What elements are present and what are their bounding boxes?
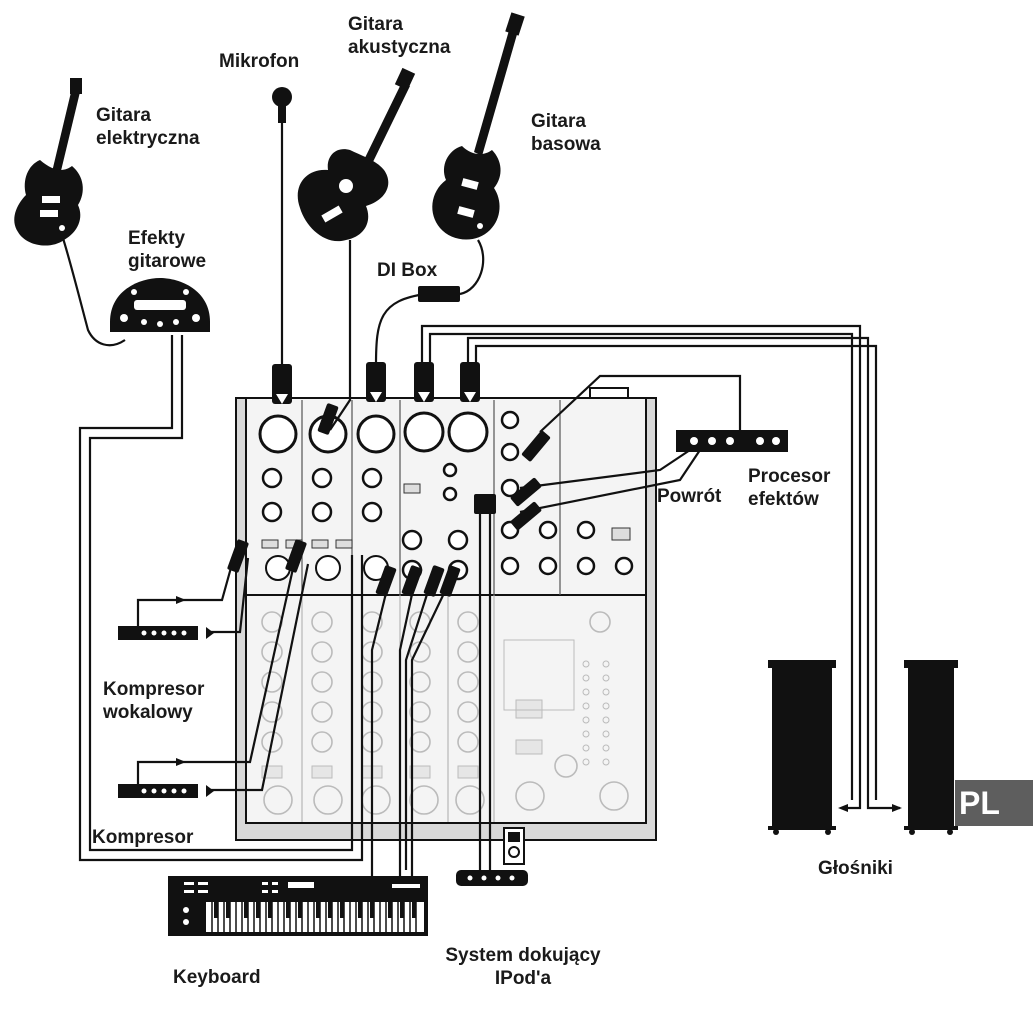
plug-arrows: [276, 392, 476, 404]
vocal-compressor: [118, 596, 214, 640]
mixer: [235, 387, 657, 841]
return-label: Powrót: [657, 486, 722, 507]
bass-guitar: [432, 12, 525, 240]
electric-guitar: [14, 78, 83, 246]
compressor-label: Kompresor: [92, 827, 194, 848]
compressor: [118, 758, 214, 798]
guitar-effects-pedal: [110, 278, 210, 332]
language-badge: PL: [955, 780, 1033, 826]
keyboard: [168, 876, 428, 936]
microphone: [272, 87, 292, 123]
ipod-dock: [456, 827, 528, 886]
keyboard-label: Keyboard: [173, 967, 261, 988]
speakers: [768, 660, 958, 835]
acoustic-guitar: [297, 67, 416, 242]
microphone-label: Mikrofon: [219, 51, 300, 72]
di-box-label: DI Box: [377, 260, 438, 281]
speakers-label: Głośniki: [818, 858, 893, 879]
cables: [60, 110, 900, 880]
effects-processor: [676, 430, 788, 452]
